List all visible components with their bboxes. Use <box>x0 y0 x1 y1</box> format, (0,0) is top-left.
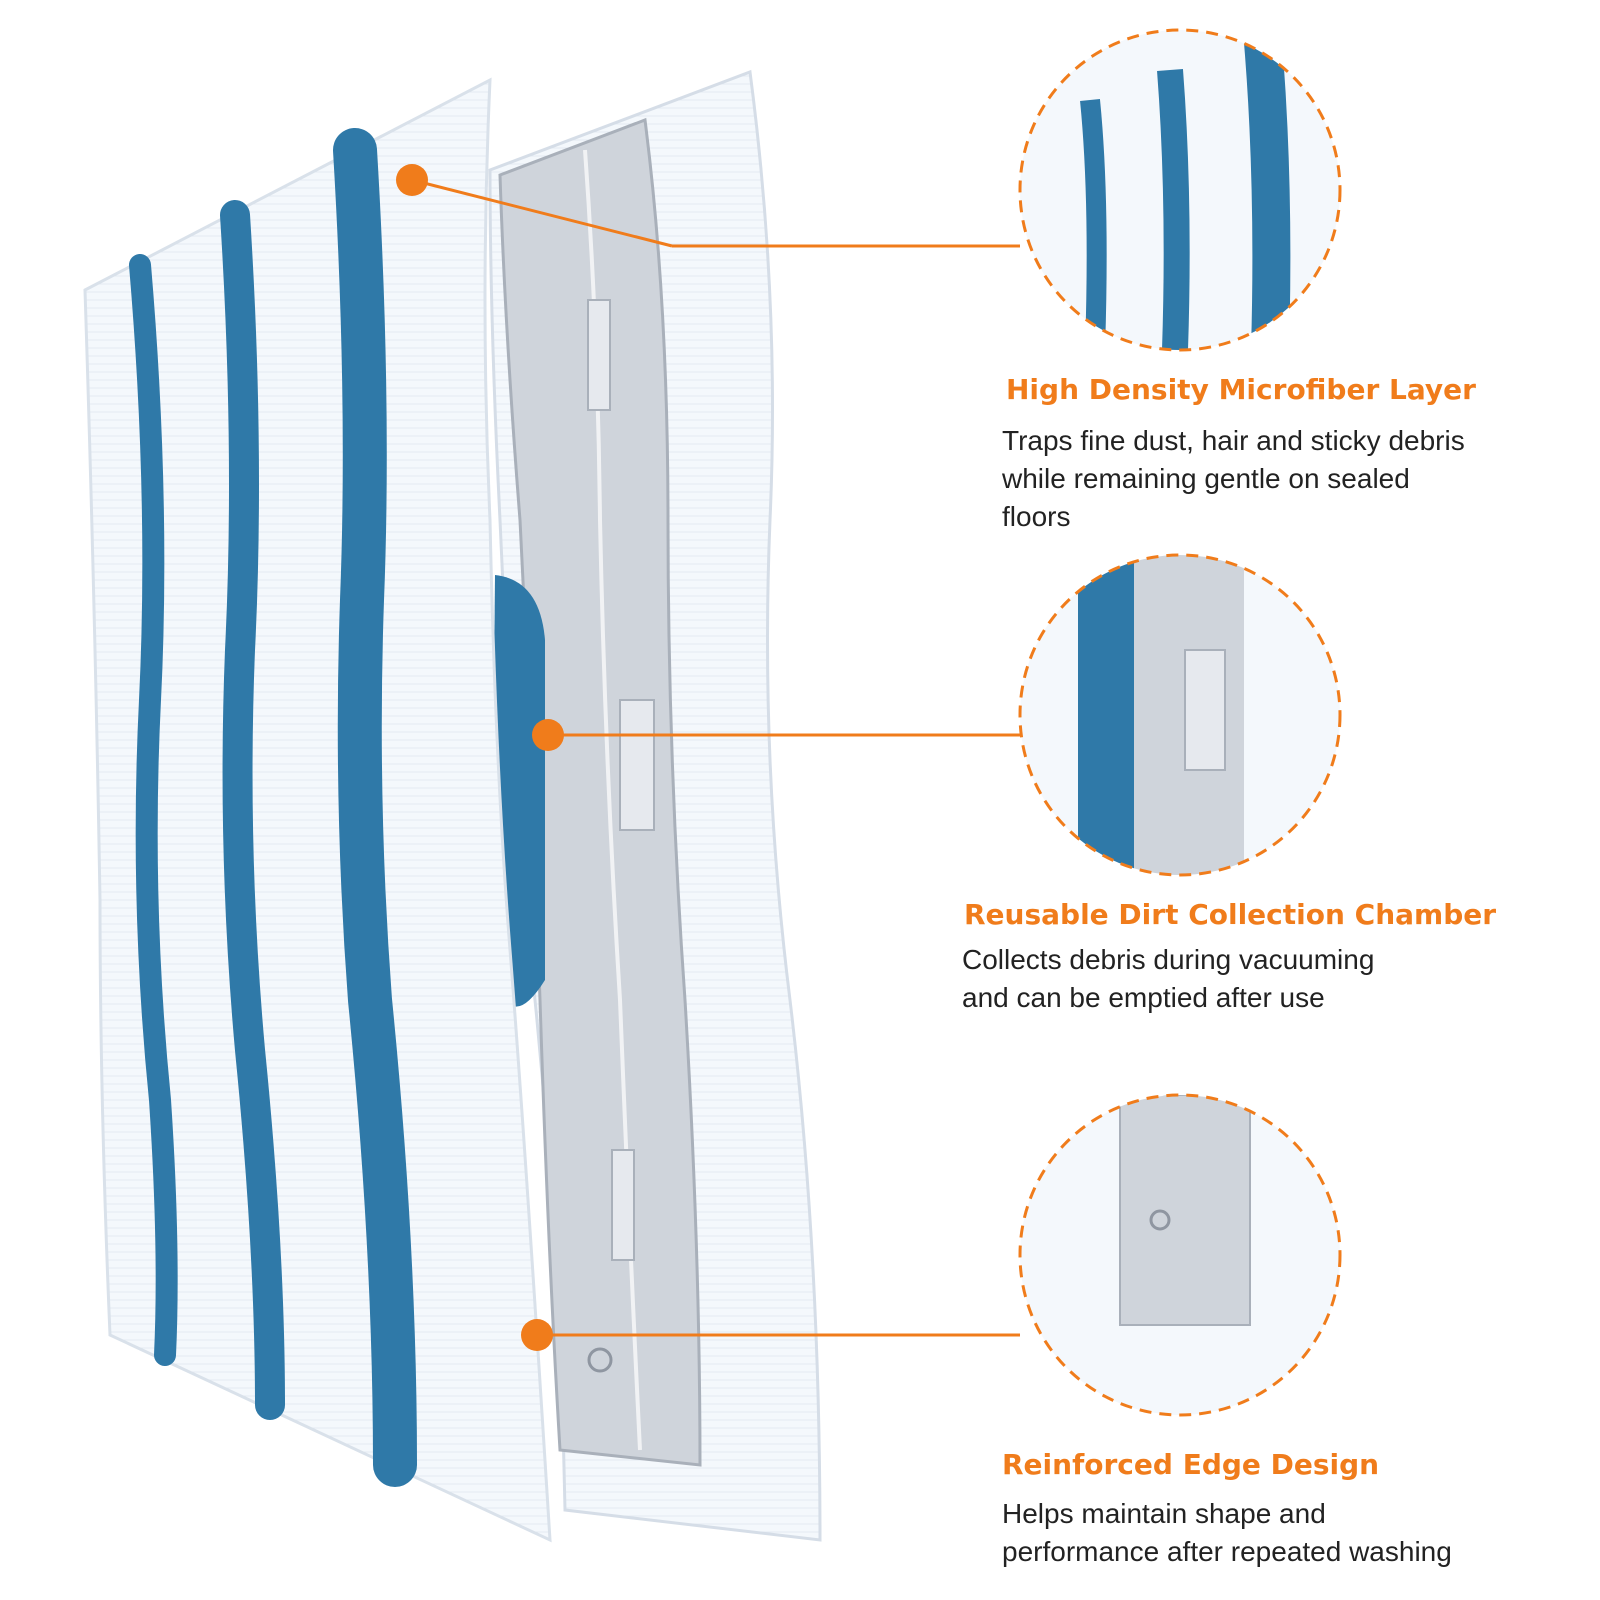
callout-description-microfiber: Traps fine dust, hair and sticky debris … <box>1002 422 1465 536</box>
front-mop-pad <box>83 77 552 1543</box>
callout-line: Helps maintain shape and <box>1002 1498 1326 1529</box>
callout-description-chamber: Collects debris during vacuuming and can… <box>962 941 1374 1017</box>
callout-line: performance after repeated washing <box>1002 1536 1452 1567</box>
callout-line: while remaining gentle on sealed <box>1002 463 1410 494</box>
callout-line: floors <box>1002 501 1071 532</box>
callout-title-edge: Reinforced Edge Design <box>1002 1448 1380 1481</box>
callout-title-microfiber: High Density Microfiber Layer <box>1006 373 1476 406</box>
callout-line: Traps fine dust, hair and sticky debris <box>1002 425 1465 456</box>
dirt-collection-chamber <box>494 117 702 1467</box>
callout-line: and can be emptied after use <box>962 982 1325 1013</box>
zoom-circle-chamber <box>1020 555 1340 875</box>
callout-title-chamber: Reusable Dirt Collection Chamber <box>964 898 1497 931</box>
leader-line-3 <box>521 1319 1020 1351</box>
callout-description-edge: Helps maintain shape and performance aft… <box>1002 1495 1452 1571</box>
callout-line: Collects debris during vacuuming <box>962 944 1375 975</box>
leader-line-1 <box>396 164 1020 248</box>
zoom-circle-microfiber <box>1020 30 1340 350</box>
leader-line-2 <box>532 719 1020 751</box>
zoom-circle-edge <box>1020 1095 1340 1415</box>
